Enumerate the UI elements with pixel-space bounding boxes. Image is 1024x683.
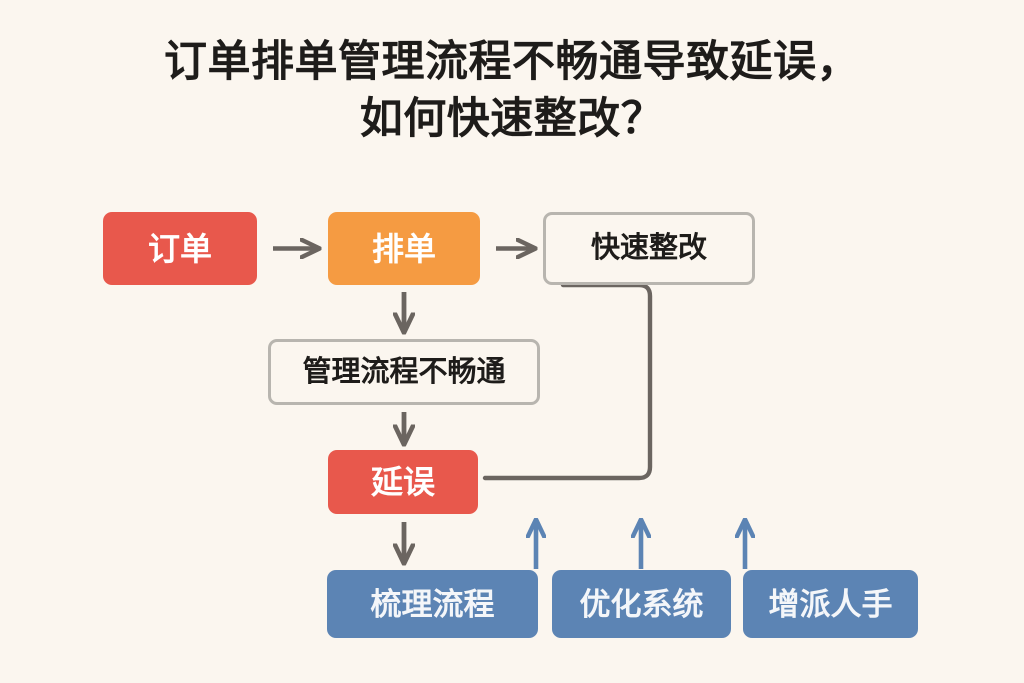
node-add-staff-label: 增派人手 [768,586,893,622]
node-schedule[interactable]: 排单 [328,212,480,285]
node-optimize-system[interactable]: 优化系统 [552,570,731,638]
node-schedule-label: 排单 [371,230,436,267]
node-blocked-process-label: 管理流程不畅通 [302,355,506,388]
node-delay[interactable]: 延误 [328,450,478,514]
node-rectify[interactable]: 快速整改 [543,212,755,285]
node-order[interactable]: 订单 [103,212,257,285]
page-title-line-2: 如何快速整改？ [359,94,665,143]
node-streamline-process[interactable]: 梳理流程 [327,570,538,638]
node-streamline-process-label: 梳理流程 [370,586,495,622]
page-title-line-1: 订单排单管理流程不畅通导致延误， [164,38,860,86]
node-delay-label: 延误 [370,464,435,500]
node-optimize-system-label: 优化系统 [579,586,704,622]
node-add-staff[interactable]: 增派人手 [743,570,918,638]
node-blocked-process[interactable]: 管理流程不畅通 [268,339,540,405]
node-rectify-label: 快速整改 [590,232,707,264]
page-title: 订单排单管理流程不畅通导致延误， 如何快速整改？ [0,34,1024,148]
node-order-label: 订单 [147,230,212,267]
